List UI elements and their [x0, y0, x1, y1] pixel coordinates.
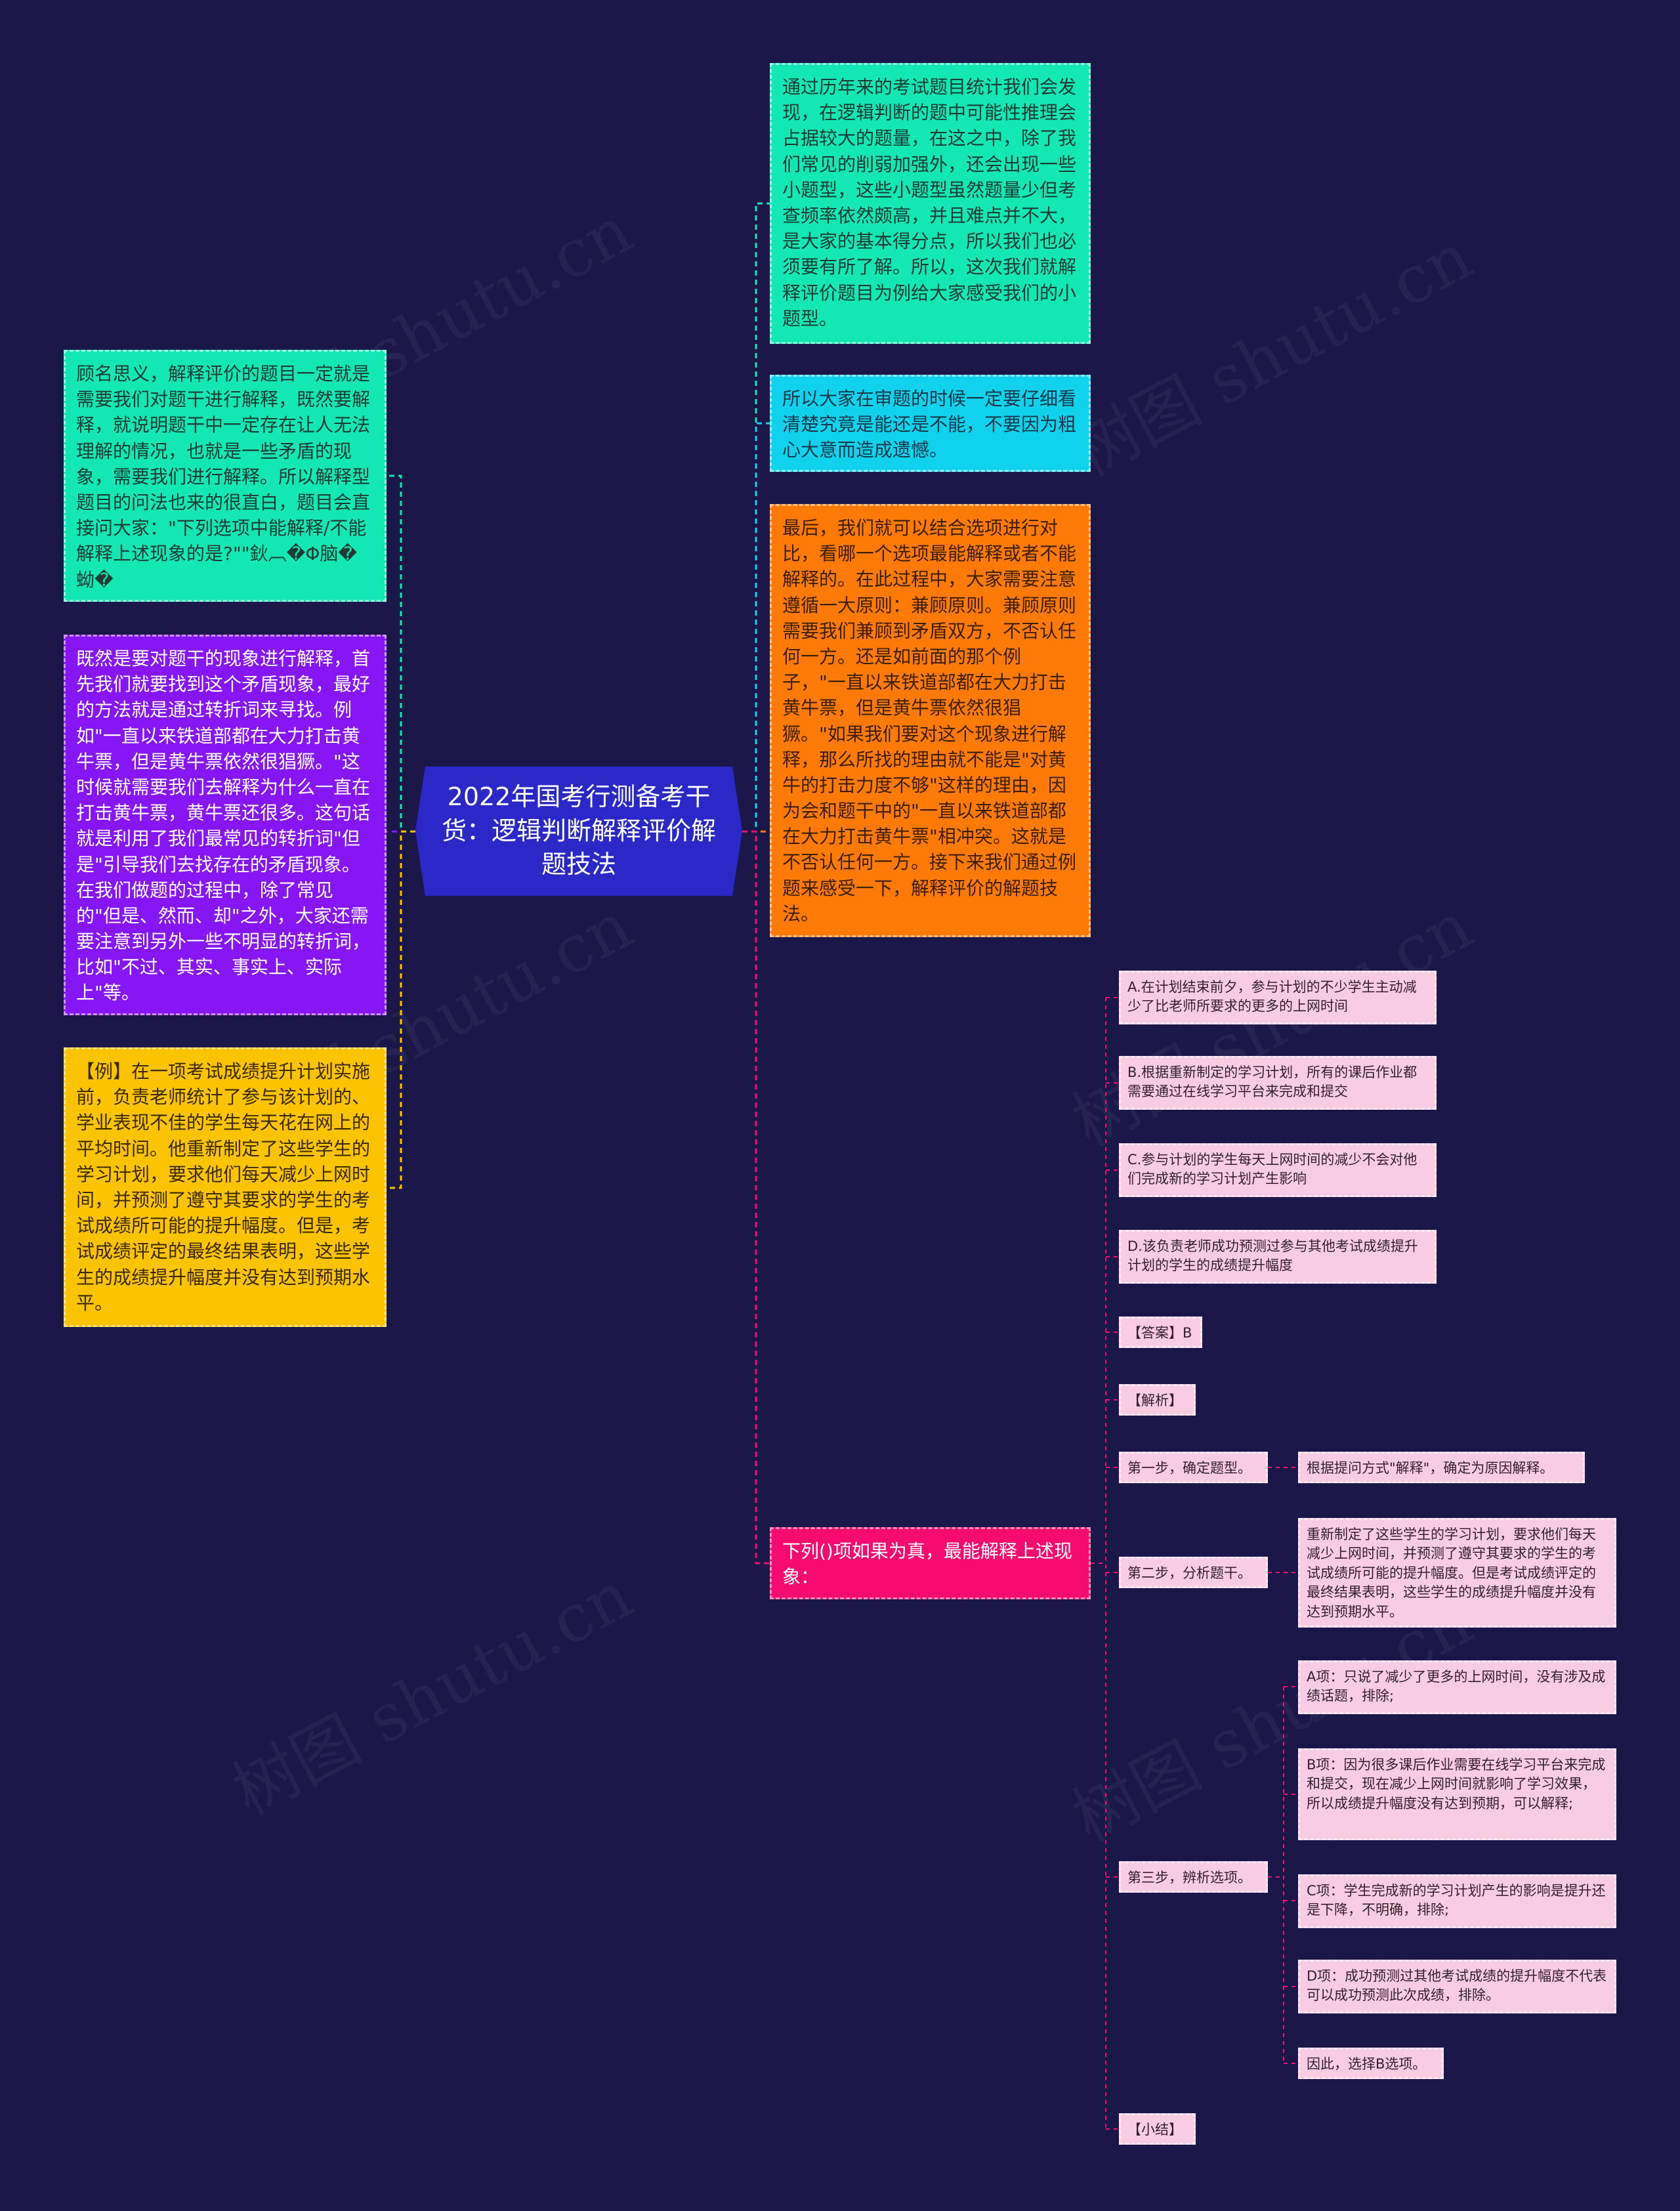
step3-item-b[interactable]: B项：因为很多课后作业需要在线学习平台来完成和提交，现在减少上网时间就影响了学习…	[1298, 1748, 1616, 1840]
connector-left-1	[387, 474, 415, 833]
right-node-principle[interactable]: 最后，我们就可以结合选项进行对比，看哪一个选项最能解释或者不能解释的。在此过程中…	[770, 504, 1091, 937]
left-node-intro[interactable]: 顾名思义，解释评价的题目一定就是需要我们对题干进行解释，既然要解释，就说明题干中…	[64, 350, 387, 602]
connector-right-4	[742, 830, 770, 1565]
step3-item-d[interactable]: D项：成功预测过其他考试成绩的提升幅度不代表可以成功预测此次成绩，排除。	[1298, 1960, 1616, 2013]
connector-question-trunk	[1091, 998, 1106, 2129]
step1-detail[interactable]: 根据提问方式"解释"，确定为原因解释。	[1298, 1452, 1585, 1483]
left-node-transition-words[interactable]: 既然是要对题干的现象进行解释，首先我们就要找到这个矛盾现象，最好的方法就是通过转…	[64, 635, 387, 1015]
step3-item-a[interactable]: A项：只说了减少了更多的上网时间，没有涉及成绩话题，排除;	[1298, 1660, 1616, 1714]
right-node-overview[interactable]: 通过历年来的考试题目统计我们会发现，在逻辑判断的题中可能性推理会占据较大的题量，…	[770, 63, 1091, 344]
left-node-example[interactable]: 【例】在一项考试成绩提升计划实施前，负责老师统计了参与该计划的、学业表现不佳的学…	[64, 1047, 387, 1327]
step3-conclusion[interactable]: 因此，选择B选项。	[1298, 2048, 1444, 2079]
option-c[interactable]: C.参与计划的学生每天上网时间的减少不会对他们完成新的学习计划产生影响	[1119, 1143, 1437, 1197]
connector-right-1	[742, 202, 770, 833]
option-b[interactable]: B.根据重新制定的学习计划，所有的课后作业都需要通过在线学习平台来完成和提交	[1119, 1056, 1437, 1110]
connector-right-2	[742, 422, 770, 833]
right-node-question[interactable]: 下列()项如果为真，最能解释上述现象：	[770, 1527, 1091, 1599]
root-topic[interactable]: 2022年国考行测备考干货：逻辑判断解释评价解题技法	[415, 767, 742, 896]
connector-step3-items	[1268, 1686, 1298, 2064]
answer-label[interactable]: 【答案】B	[1119, 1316, 1202, 1348]
step1-label[interactable]: 第一步，确定题型。	[1119, 1452, 1268, 1483]
step2-detail[interactable]: 重新制定了这些学生的学习计划，要求他们每天减少上网时间，并预测了遵守其要求的学生…	[1298, 1518, 1616, 1628]
analysis-label[interactable]: 【解析】	[1119, 1384, 1196, 1416]
option-a[interactable]: A.在计划结束前夕，参与计划的不少学生主动减少了比老师所要求的更多的上网时间	[1119, 971, 1437, 1024]
right-node-careful-reading[interactable]: 所以大家在审题的时候一定要仔细看清楚究竟是能还是不能，不要因为粗心大意而造成遗憾…	[770, 375, 1091, 472]
summary-label[interactable]: 【小结】	[1119, 2113, 1196, 2145]
step3-label[interactable]: 第三步，辨析选项。	[1119, 1861, 1268, 1893]
step3-item-c[interactable]: C项：学生完成新的学习计划产生的影响是提升还是下降，不明确，排除;	[1298, 1874, 1616, 1928]
option-d[interactable]: D.该负责老师成功预测过参与其他考试成绩提升计划的学生的成绩提升幅度	[1119, 1230, 1437, 1284]
step2-label[interactable]: 第二步，分析题干。	[1119, 1557, 1268, 1588]
connector-left-3	[387, 830, 415, 1189]
